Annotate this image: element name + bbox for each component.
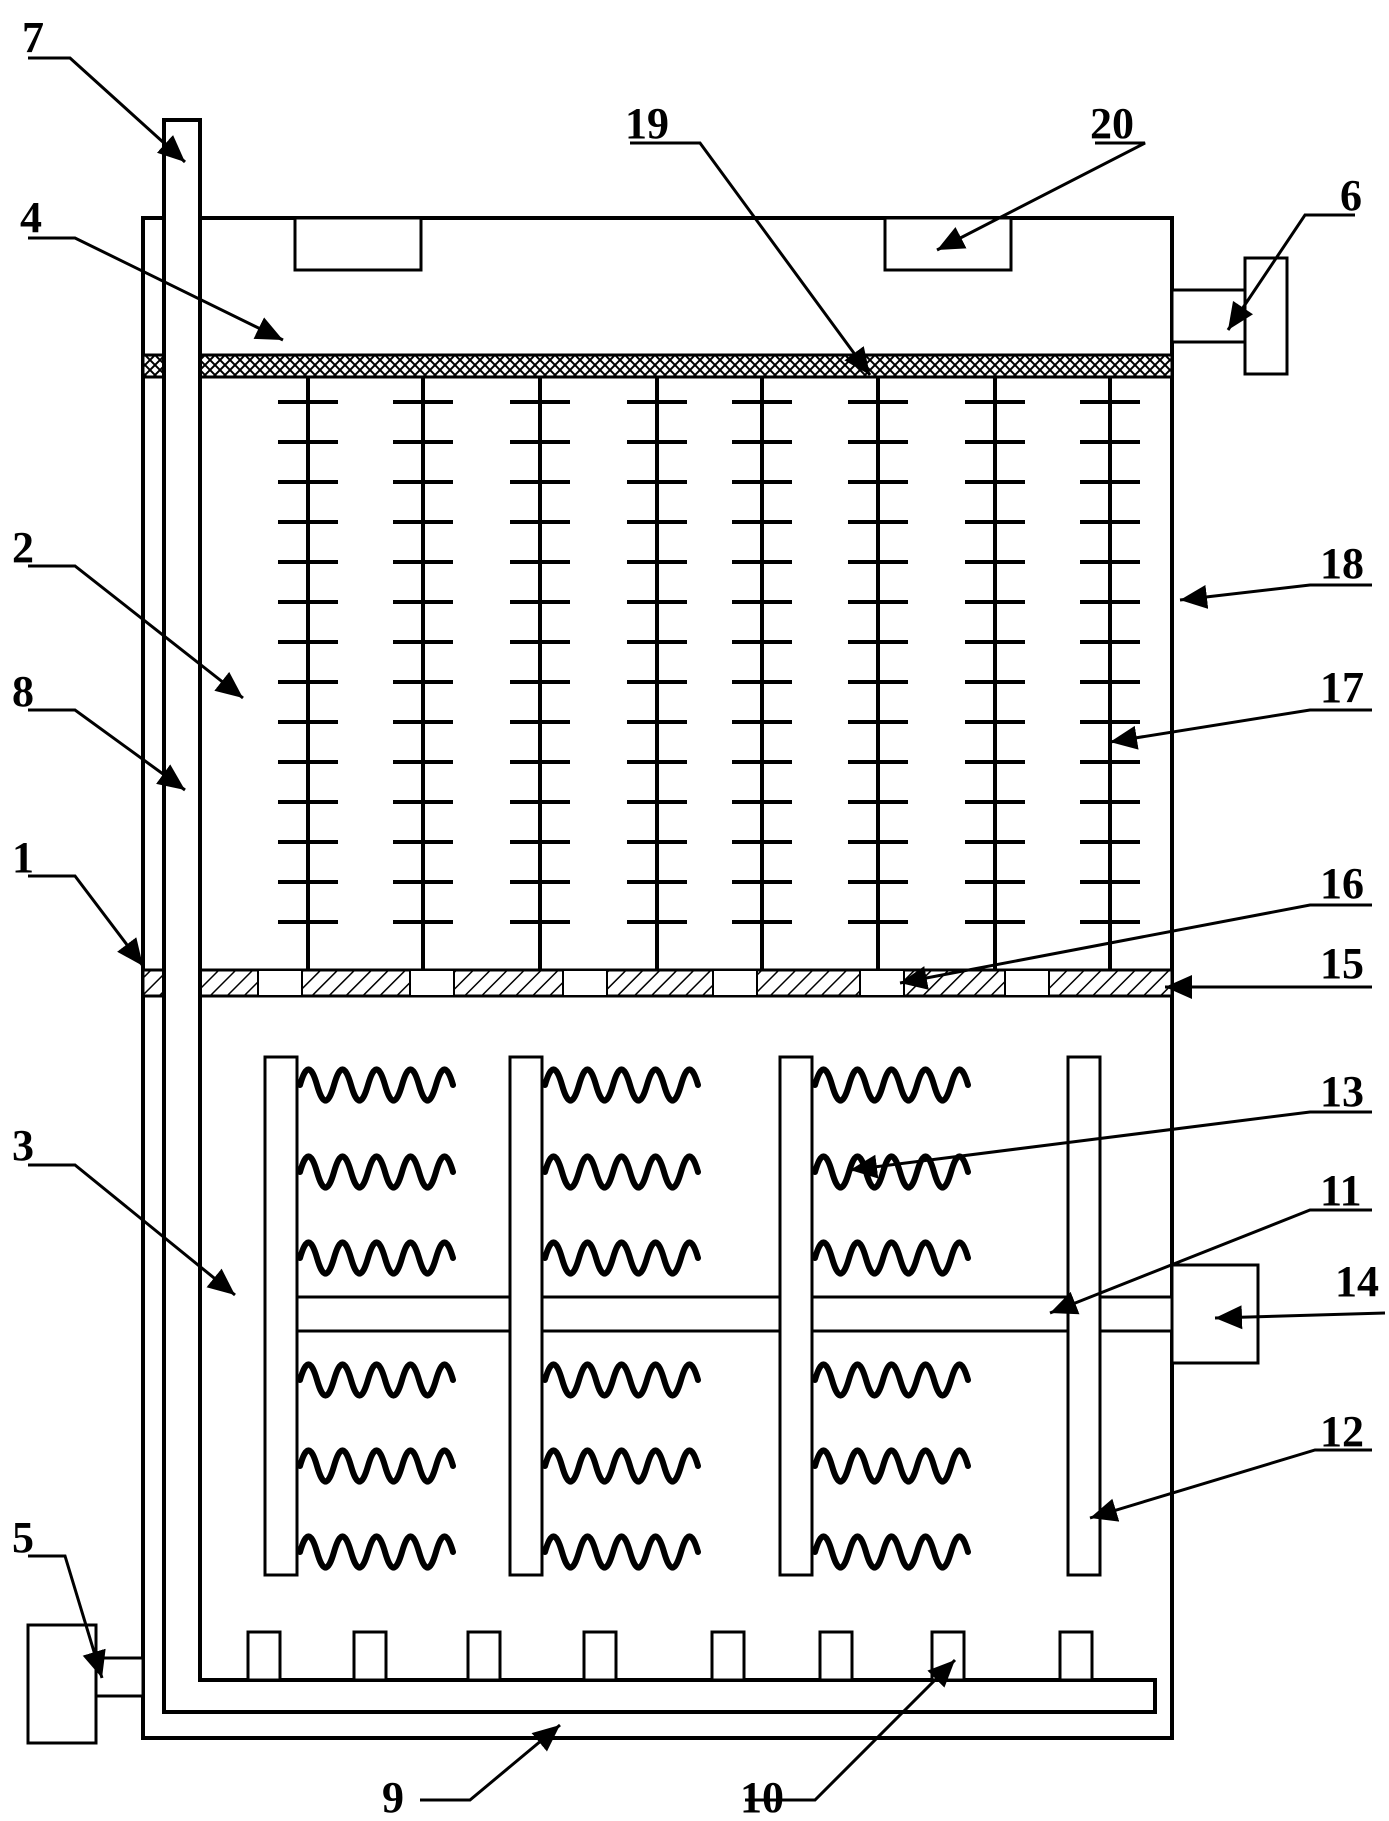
- label-6: 6: [1340, 171, 1362, 220]
- label-7: 7: [22, 13, 44, 62]
- label-13: 13: [1320, 1067, 1364, 1116]
- nozzle: [930, 1630, 966, 1682]
- label-18: 18: [1320, 539, 1364, 588]
- spring-coil: [542, 1361, 701, 1399]
- outlet-valve: [1243, 256, 1289, 376]
- spring-coil: [812, 1066, 971, 1104]
- filter-rod: [848, 377, 908, 970]
- air-pipe: [162, 118, 1157, 1714]
- nozzle: [246, 1630, 282, 1682]
- label-2: 2: [12, 523, 34, 572]
- spring-coil: [542, 1447, 701, 1485]
- paddle: [778, 1055, 814, 1577]
- top-block-right: [883, 216, 1013, 272]
- spring-coil: [542, 1239, 701, 1277]
- stirring-shaft: [263, 1295, 1174, 1333]
- label-14: 14: [1335, 1257, 1379, 1306]
- spring-coil: [297, 1533, 456, 1571]
- paddle: [508, 1055, 544, 1577]
- nozzle: [466, 1630, 502, 1682]
- stirring-paddles: [263, 1055, 1102, 1577]
- label-8: 8: [12, 667, 34, 716]
- spring-coil: [542, 1153, 701, 1191]
- partition-plate: [141, 968, 1174, 998]
- nozzle: [582, 1630, 618, 1682]
- inlet-valve: [26, 1623, 98, 1745]
- filter-rods: [278, 377, 1140, 970]
- top-block-left: [293, 216, 423, 272]
- paddle: [1066, 1055, 1102, 1577]
- spring-coil: [812, 1361, 971, 1399]
- drive-motor: [1170, 1263, 1260, 1365]
- label-12: 12: [1320, 1407, 1364, 1456]
- label-16: 16: [1320, 859, 1364, 908]
- label-1: 1: [12, 833, 34, 882]
- spring-coil: [812, 1533, 971, 1571]
- spring-coil: [542, 1533, 701, 1571]
- label-17: 17: [1320, 663, 1364, 712]
- spring-coil: [812, 1447, 971, 1485]
- label-3: 3: [12, 1121, 34, 1170]
- filter-rod: [732, 377, 792, 970]
- nozzle: [1058, 1630, 1094, 1682]
- spring-coil: [812, 1153, 971, 1191]
- filter-rod: [393, 377, 453, 970]
- filter-rod: [1080, 377, 1140, 970]
- spring-coil: [297, 1066, 456, 1104]
- filter-rod: [965, 377, 1025, 970]
- filter-rod: [510, 377, 570, 970]
- nozzle: [710, 1630, 746, 1682]
- spring-coil: [812, 1239, 971, 1277]
- filter-rod: [627, 377, 687, 970]
- label-10: 10: [740, 1773, 784, 1821]
- nozzle: [352, 1630, 388, 1682]
- paddle: [263, 1055, 299, 1577]
- label-11: 11: [1320, 1166, 1362, 1215]
- spring-coil: [542, 1066, 701, 1104]
- spring-coil: [297, 1361, 456, 1399]
- leader-lines: [28, 56, 1386, 1802]
- labels: 1 2 3 4 5 6 7 8 9 10 11 12 13 14 15 16 1…: [12, 13, 1379, 1821]
- label-5: 5: [12, 1513, 34, 1562]
- nozzle: [818, 1630, 854, 1682]
- spring-coil: [297, 1447, 456, 1485]
- mesh-filter-layer: [141, 353, 1174, 379]
- label-4: 4: [20, 193, 42, 242]
- label-20: 20: [1090, 99, 1134, 148]
- filter-rod: [278, 377, 338, 970]
- label-15: 15: [1320, 939, 1364, 988]
- nozzle-row: [246, 1630, 1094, 1682]
- label-9: 9: [382, 1773, 404, 1821]
- spring-coil: [297, 1153, 456, 1191]
- spring-coils: [297, 1066, 971, 1571]
- label-19: 19: [625, 99, 669, 148]
- spring-coil: [297, 1239, 456, 1277]
